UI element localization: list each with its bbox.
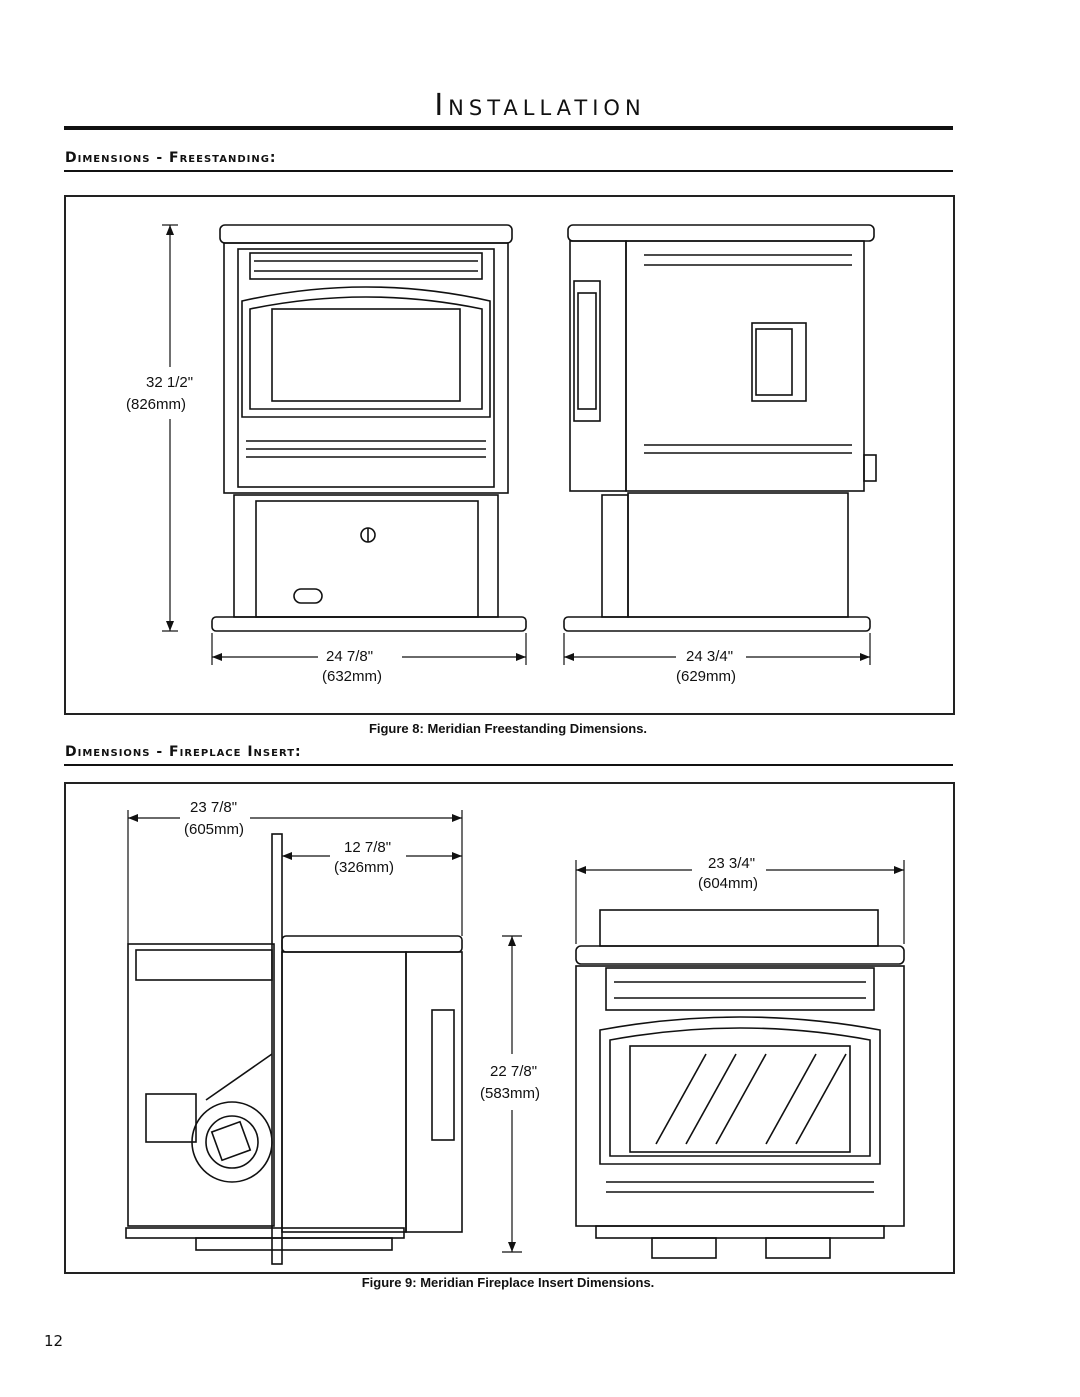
insert-height-mm-label: (583mm) — [480, 1085, 540, 1102]
section-rule-insert — [64, 764, 953, 766]
insert-drawing: 23 7/8" (605mm) 12 7/8" (326mm) 23 3/4" … — [125, 799, 905, 1265]
front-width-mm-label: (632mm) — [322, 668, 382, 685]
insert-overall-depth-dimension — [127, 810, 463, 944]
insert-front-depth-mm-label: (326mm) — [334, 859, 394, 876]
side-view-stove — [563, 224, 877, 632]
front-height-mm-label: (826mm) — [126, 396, 186, 413]
side-depth-in-label: 24 3/4" — [686, 648, 733, 665]
insert-side-view — [125, 833, 463, 1265]
title-rule — [64, 126, 953, 130]
insert-width-in-label: 23 3/4" — [708, 855, 755, 872]
freestanding-drawing: 32 1/2" (826mm) 24 7/8" (632mm) 24 3/4" … — [126, 224, 877, 685]
insert-front-depth-in-label: 12 7/8" — [344, 839, 391, 856]
figure-9-caption: Figure 9: Meridian Fireplace Insert Dime… — [361, 1275, 655, 1290]
insert-front-view — [575, 909, 905, 1259]
insert-overall-depth-in-label: 23 7/8" — [190, 799, 237, 816]
front-height-in-label: 32 1/2" — [146, 374, 193, 391]
front-width-in-label: 24 7/8" — [326, 648, 373, 665]
side-depth-dimension — [563, 633, 871, 665]
page-number: 12 — [44, 1332, 64, 1350]
section-rule-freestanding — [64, 170, 953, 172]
insert-overall-depth-mm-label: (605mm) — [184, 821, 244, 838]
figure-freestanding: 32 1/2" (826mm) 24 7/8" (632mm) 24 3/4" … — [64, 195, 955, 715]
insert-height-dimension — [502, 935, 522, 1253]
front-height-dimension — [162, 224, 178, 632]
section-heading-insert: Dimensions - Fireplace Insert: — [65, 744, 302, 760]
insert-width-dimension — [575, 860, 905, 944]
front-width-dimension — [211, 633, 527, 665]
figure-insert: 23 7/8" (605mm) 12 7/8" (326mm) 23 3/4" … — [64, 782, 955, 1274]
page-title: Installation — [434, 88, 646, 123]
figure-8-caption: Figure 8: Meridian Freestanding Dimensio… — [368, 721, 648, 736]
front-view-stove — [211, 224, 527, 632]
side-depth-mm-label: (629mm) — [676, 668, 736, 685]
insert-height-in-label: 22 7/8" — [490, 1063, 537, 1080]
section-heading-freestanding: Dimensions - Freestanding: — [65, 150, 277, 166]
insert-width-mm-label: (604mm) — [698, 875, 758, 892]
